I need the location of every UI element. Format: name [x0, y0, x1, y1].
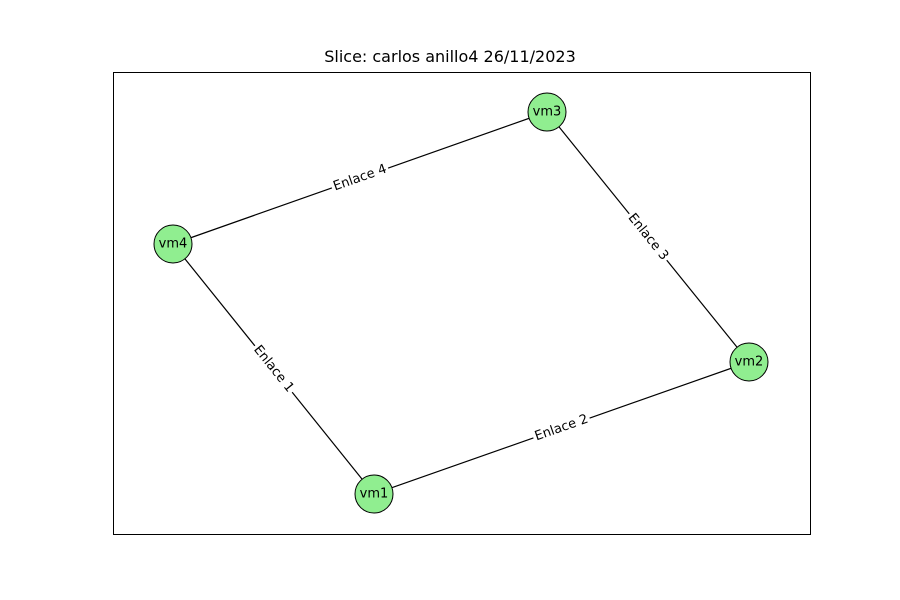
- node-label: vm3: [533, 105, 562, 120]
- edge-label-text: Enlace 4: [331, 162, 388, 195]
- node-label: vm4: [159, 237, 188, 252]
- edge-label-background: [248, 340, 299, 398]
- node-circle: [354, 474, 394, 514]
- edge-label-4: Enlace 4: [329, 160, 391, 196]
- edge-label-text: Enlace 1: [250, 343, 297, 396]
- edge-label-text: Enlace 2: [533, 412, 590, 445]
- diagram-title: Slice: carlos anillo4 26/11/2023: [324, 47, 576, 66]
- edge-label-1: Enlace 1: [248, 340, 299, 398]
- edge-label-background: [329, 160, 391, 196]
- edge-labels-layer: Enlace 1 Enlace 2 Enlace 3 Enlace 4: [248, 160, 674, 446]
- node-vm3: vm3: [527, 92, 567, 132]
- edge-label-3: Enlace 3: [622, 208, 674, 266]
- node-vm2: vm2: [729, 342, 769, 382]
- node-circle: [729, 342, 769, 382]
- edge-label-background: [622, 208, 674, 266]
- nodes-layer: vm1 vm2 vm3 vm4: [153, 92, 769, 514]
- node-vm4: vm4: [153, 224, 193, 264]
- edge-label-background: [530, 410, 593, 446]
- node-circle: [527, 92, 567, 132]
- edges-layer: [172, 111, 750, 495]
- node-label: vm2: [735, 355, 764, 370]
- node-vm1: vm1: [354, 474, 394, 514]
- edge-label-2: Enlace 2: [530, 410, 593, 446]
- edge-label-text: Enlace 3: [625, 211, 672, 264]
- node-label: vm1: [360, 487, 389, 502]
- plot-frame: [113, 72, 811, 535]
- node-circle: [153, 224, 193, 264]
